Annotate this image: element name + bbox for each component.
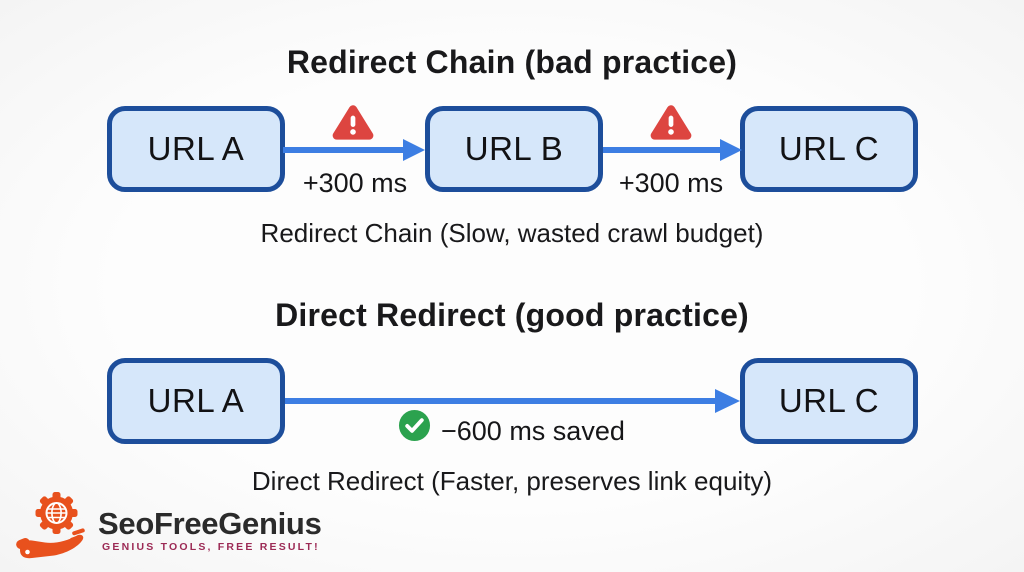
hop-delay-label-2: +300 ms — [618, 168, 724, 198]
redirect-arrow-b-to-c — [603, 139, 742, 161]
logo-tagline: GENIUS TOOLS, FREE RESULT! — [102, 541, 320, 553]
savings-label: −600 ms saved — [441, 416, 625, 446]
direct-redirect-arrow — [285, 389, 740, 413]
logo: SeoFreeGenius GENIUS TOOLS, FREE RESULT! — [14, 490, 334, 566]
warning-triangle-icon-1 — [332, 105, 374, 140]
node-url-c-bad: URL C — [740, 106, 918, 192]
good-section-title: Direct Redirect (good practice) — [275, 297, 749, 333]
node-url-c-good: URL C — [740, 358, 918, 444]
bad-section-title: Redirect Chain (bad practice) — [286, 44, 738, 80]
hop-delay-label-1: +300 ms — [302, 168, 408, 198]
node-url-a-good: URL A — [107, 358, 285, 444]
logo-name: SeoFreeGenius — [98, 506, 322, 541]
warning-triangle-icon-2 — [650, 105, 692, 140]
gear-globe-hand-icon — [16, 492, 85, 559]
good-section-caption: Direct Redirect (Faster, preserves link … — [251, 466, 773, 496]
check-circle-icon — [398, 409, 431, 442]
bad-section-caption: Redirect Chain (Slow, wasted crawl budge… — [260, 218, 764, 248]
node-url-b-bad: URL B — [425, 106, 603, 192]
redirect-arrow-a-to-b — [283, 139, 425, 161]
node-url-a-bad: URL A — [107, 106, 285, 192]
